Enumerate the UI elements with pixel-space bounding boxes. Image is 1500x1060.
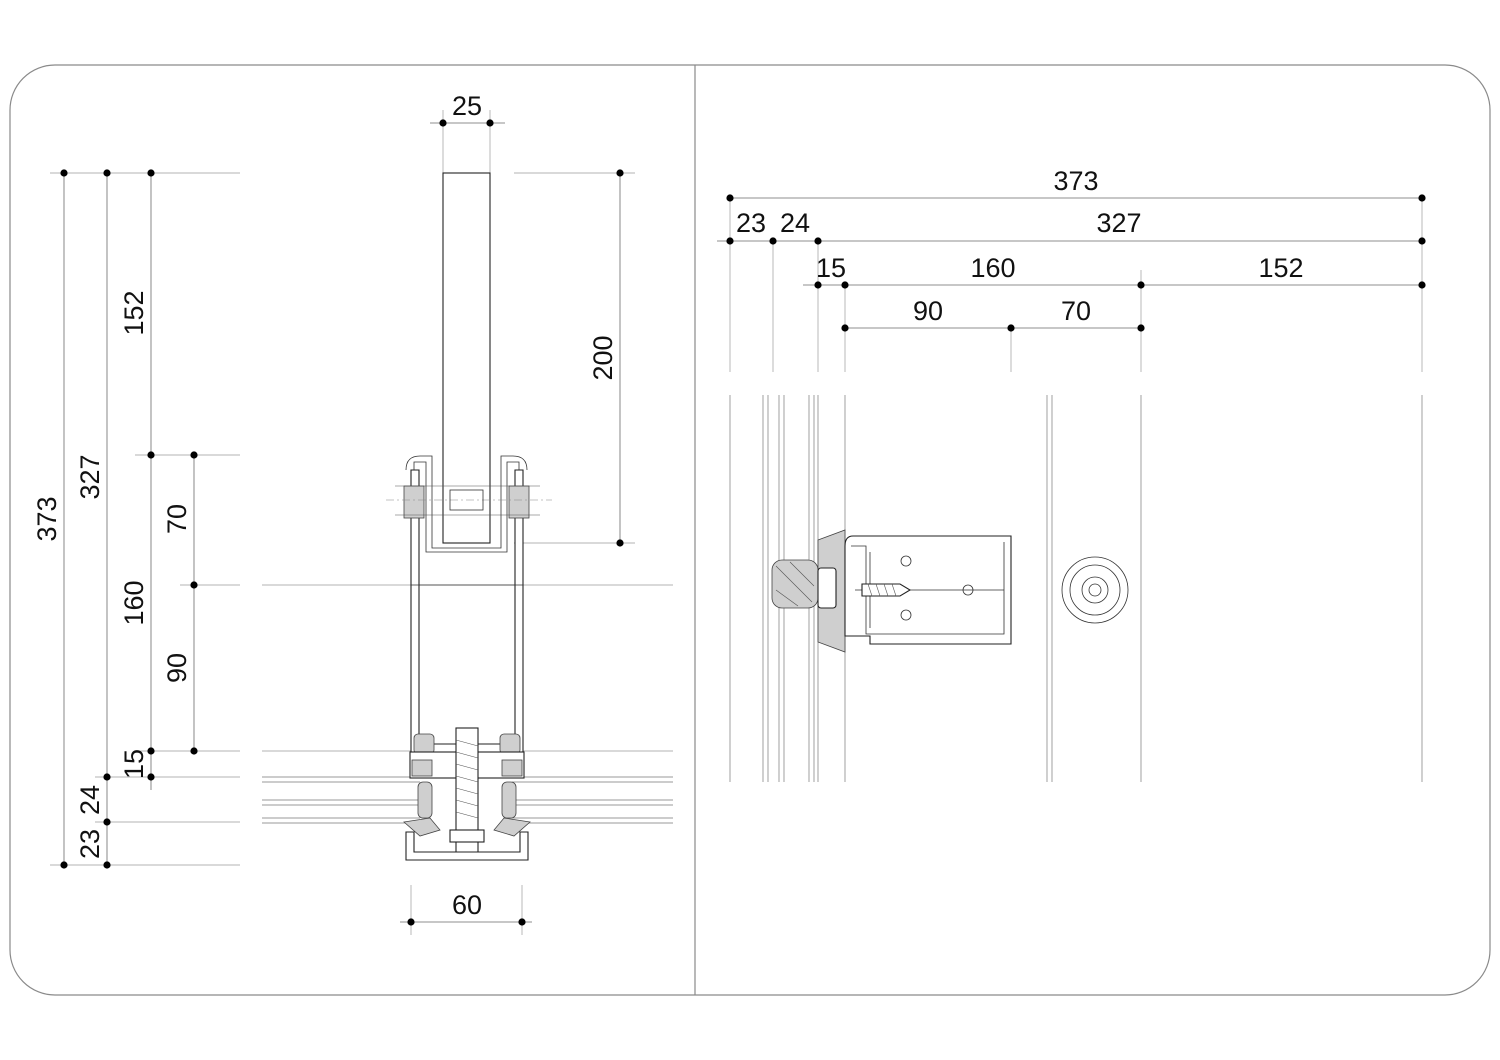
plan-dimension-dots	[726, 194, 1426, 332]
dim-cap-horizontal: 23	[736, 208, 766, 238]
dim-upper-offset-horizontal: 70	[1061, 296, 1091, 326]
section-view: 25 60 200 373 327 152 160 70 90 15 24 23	[32, 91, 673, 935]
dim-glazing-vertical: 24	[75, 785, 105, 815]
dim-overall-vertical: 373	[32, 496, 62, 541]
dim-mullion-body-vertical: 160	[119, 580, 149, 625]
section-glass-panes	[262, 776, 673, 824]
dim-glazing-horizontal: 24	[780, 208, 810, 238]
section-dimension-dots	[60, 119, 624, 926]
section-dimension-lines	[63, 110, 621, 935]
dim-profile-vertical: 327	[75, 454, 105, 499]
sheet-border	[9, 64, 1491, 996]
plan-fin-bolt	[1061, 556, 1129, 624]
dim-fin-part-horizontal: 152	[1258, 253, 1303, 283]
dim-fin-part-vertical: 152	[119, 290, 149, 335]
glass-fin	[442, 172, 491, 544]
dim-mullion-body-horizontal: 160	[970, 253, 1015, 283]
dim-gap-vertical: 15	[119, 749, 149, 779]
dim-gap-horizontal: 15	[816, 253, 846, 283]
dim-lower-offset-vertical: 90	[162, 653, 192, 683]
dim-fin-depth: 200	[588, 335, 618, 380]
plan-view: 373 327 23 24 15 160 152 90 70	[717, 166, 1426, 782]
dim-mullion-width: 60	[452, 890, 482, 920]
dim-cap-vertical: 23	[75, 829, 105, 859]
plan-bracket-detail	[771, 529, 1012, 653]
plan-dimension-lines	[717, 195, 1423, 372]
mullion-base-assembly	[403, 727, 531, 861]
dim-overall-horizontal: 373	[1053, 166, 1098, 196]
dim-profile-horizontal: 327	[1096, 208, 1141, 238]
dim-lower-offset-horizontal: 90	[913, 296, 943, 326]
dim-fin-width: 25	[452, 91, 482, 121]
dim-upper-offset-vertical: 70	[162, 504, 192, 534]
